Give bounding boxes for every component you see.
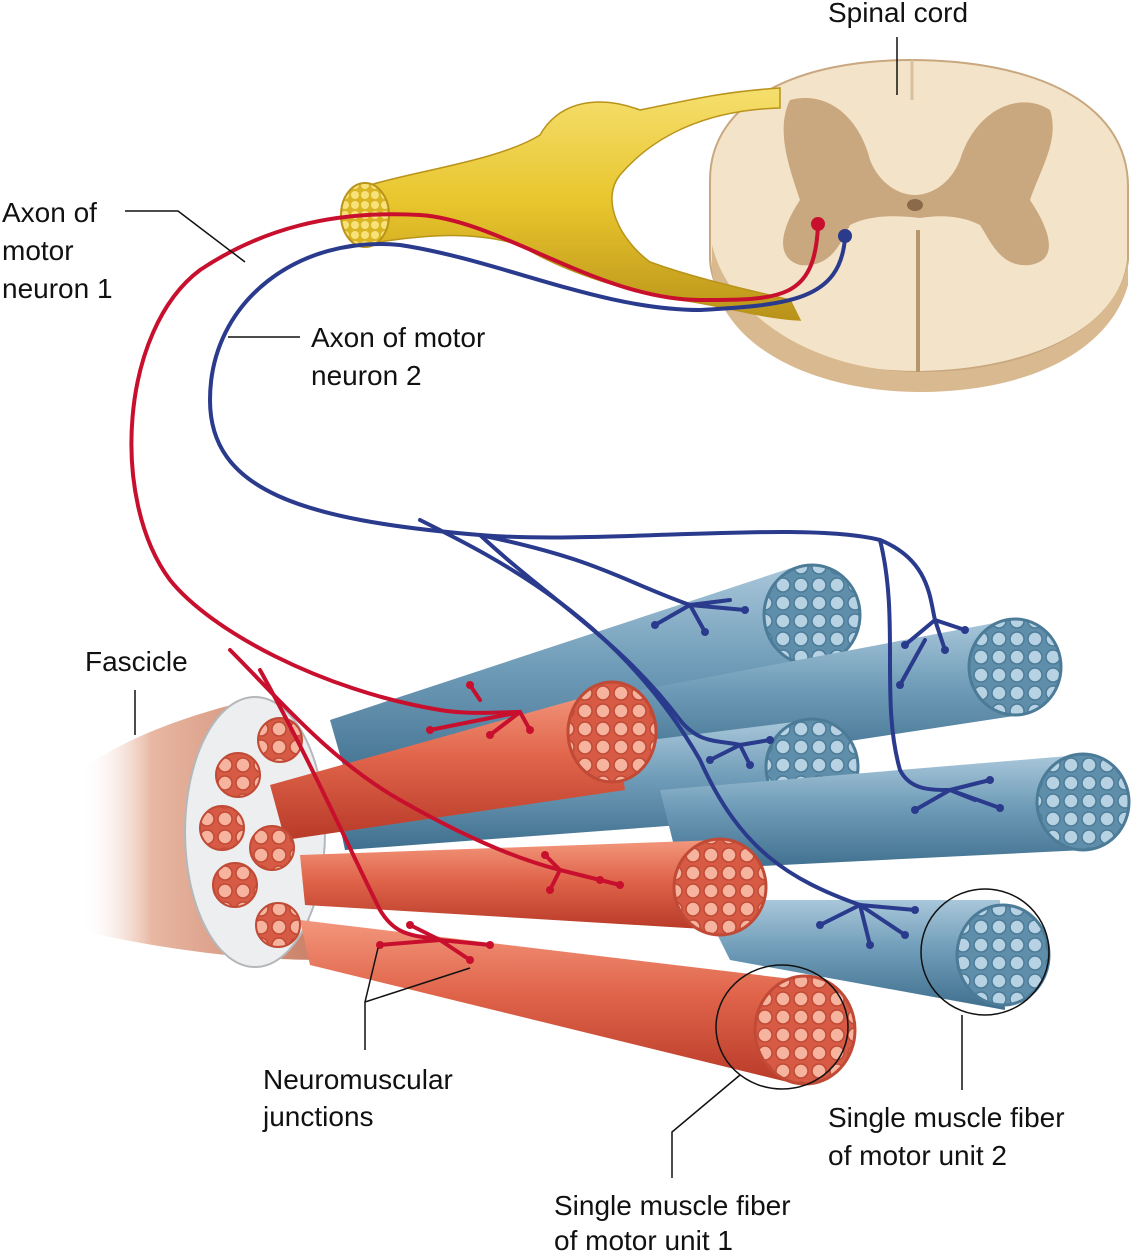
fiber-end-blue (1035, 752, 1131, 852)
label-nmj-line2: junctions (262, 1101, 374, 1132)
label-fiber-unit-2-line1: Single muscle fiber (828, 1102, 1065, 1133)
leader-axon-1 (125, 210, 246, 263)
label-fascicle: Fascicle (85, 646, 188, 677)
fiber-end-red (753, 974, 857, 1086)
axon-motor-neuron-2 (207, 236, 1002, 947)
fiber-end-red (672, 837, 768, 937)
fiber-outline-unit-2 (920, 888, 1050, 1016)
junctions-unit-2 (651, 229, 1004, 949)
leader-nmj (364, 947, 471, 1050)
label-axon-2-line2: neuron 2 (311, 360, 422, 391)
label-fiber-unit-2-line2: of motor unit 2 (828, 1140, 1007, 1171)
label-axon-1-line2: motor (2, 235, 74, 266)
label-axon-1-line1: Axon of (2, 197, 97, 228)
fiber-outline-unit-1 (715, 964, 849, 1090)
leader-fiber-unit-1 (671, 1074, 741, 1178)
fiber-end-red (566, 680, 658, 784)
label-nmj-line1: Neuromuscular (263, 1064, 453, 1095)
junctions-unit-1 (376, 217, 825, 964)
label-axon-2-line1: Axon of motor (311, 322, 485, 353)
muscle-fibers-unit-1 (270, 680, 857, 1090)
fiber-end-blue (762, 563, 862, 667)
label-axon-1-line3: neuron 1 (2, 273, 113, 304)
fiber-end-blue (967, 617, 1063, 717)
axon-motor-neuron-1 (129, 212, 820, 962)
spinal-cord (709, 58, 1130, 392)
label-fiber-unit-1-line1: Single muscle fiber (554, 1190, 791, 1221)
leader-lines (125, 37, 963, 1178)
label-fiber-unit-1-line2: of motor unit 1 (554, 1225, 733, 1253)
label-spinal-cord: Spinal cord (828, 0, 968, 28)
